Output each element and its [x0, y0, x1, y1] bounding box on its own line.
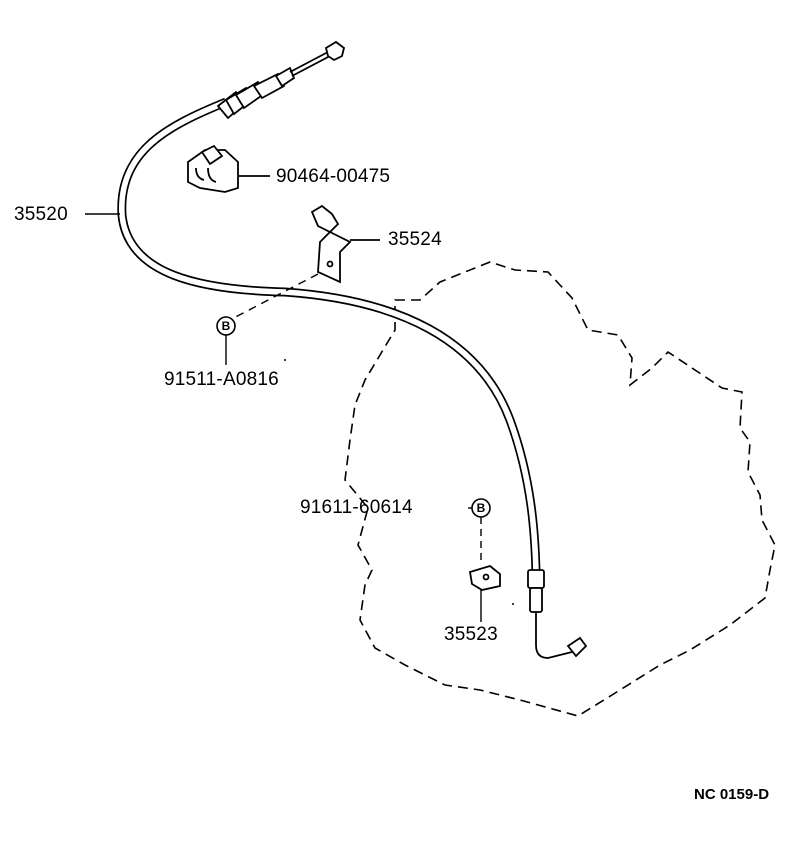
cable-lower-fitting: [528, 570, 586, 658]
label-90464-00475: 90464-00475: [276, 166, 391, 187]
figure-code: NC 0159-D: [694, 786, 770, 803]
label-91611-60614: 91611-60614: [300, 497, 413, 518]
bolt-letter-upper: B: [221, 319, 231, 333]
transmission-outline: [345, 262, 775, 716]
plate-35523: [470, 566, 500, 590]
label-35520: 35520: [14, 204, 68, 225]
bolt-letter-lower: B: [476, 501, 486, 515]
bracket-35524: [312, 206, 380, 282]
label-91511-A0816: 91511-A0816: [164, 369, 279, 390]
clamp-90464-00475: [188, 146, 270, 192]
label-35524: 35524: [388, 229, 442, 250]
cable-upper-fitting: [218, 42, 344, 118]
leader-upper-bolt: [226, 274, 318, 322]
label-35523: 35523: [444, 624, 498, 645]
